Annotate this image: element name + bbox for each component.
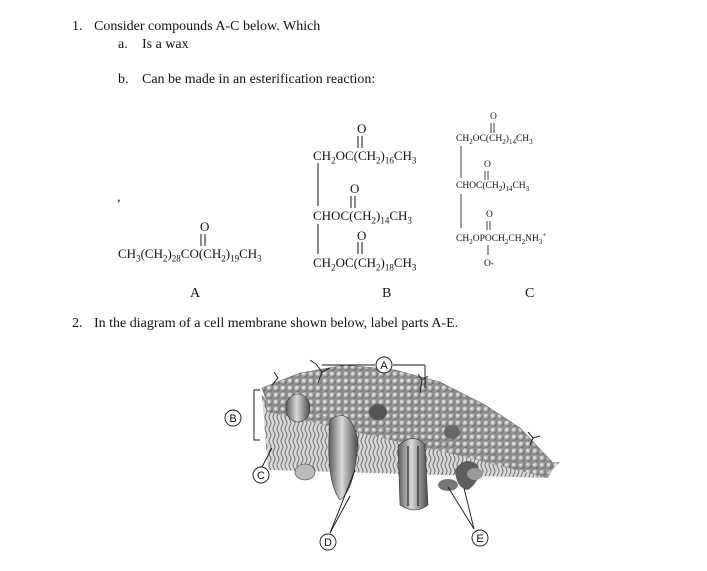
- compound-b-row-2: CHOC(CH2)14CH3: [313, 208, 412, 226]
- q1b-letter: b.: [118, 72, 129, 87]
- label-a: A: [380, 360, 388, 372]
- compound-c-o3: O: [486, 210, 493, 220]
- stray-mark: ,: [117, 190, 121, 205]
- q1b-text: Can be made in an esterification reactio…: [142, 72, 376, 87]
- compound-c-o1: O: [490, 112, 497, 122]
- compound-c-row-2: CHOC(CH2)14CH3: [456, 181, 530, 193]
- label-e: E: [476, 533, 483, 545]
- compound-b-o3: O: [357, 228, 367, 243]
- q2-text: In the diagram of a cell membrane shown …: [94, 316, 459, 331]
- compound-b-label: B: [382, 286, 392, 301]
- label-circle-b: [224, 409, 242, 427]
- label-circle-a: [375, 356, 393, 374]
- compound-a-label: A: [190, 286, 201, 301]
- q2-number: 2.: [72, 316, 83, 331]
- label-c: C: [257, 470, 265, 482]
- q1-number: 1.: [72, 19, 83, 34]
- compound-b-row-3: CH2OC(CH2)18CH3: [313, 255, 417, 273]
- compound-a-formula: CH3(CH2)28CO(CH2)19CH3: [118, 246, 262, 264]
- compound-c-phosphate-o: O-: [484, 259, 495, 269]
- q1-text: Consider compounds A-C below. Which: [94, 19, 321, 34]
- compound-b-o1: O: [357, 121, 367, 136]
- label-b: B: [229, 413, 236, 425]
- compound-a-carbonyl-o: O: [200, 219, 210, 234]
- compound-c-o2: O: [484, 160, 491, 170]
- compound-c-row-1: CH2OC(CH2)14CH3: [456, 134, 533, 146]
- compound-b-o2: O: [350, 181, 360, 196]
- label-circle-d: [319, 533, 337, 551]
- compound-c-label: C: [525, 286, 535, 301]
- label-circle-e: [471, 529, 489, 547]
- q1a-letter: a.: [118, 37, 128, 52]
- label-d: D: [324, 537, 332, 549]
- q1a-text: Is a wax: [142, 37, 189, 52]
- compound-b-row-1: CH2OC(CH2)16CH3: [313, 148, 417, 166]
- compound-c-row-3: CH2OPOCH2CH2NH3+: [456, 231, 547, 247]
- label-circle-c: [252, 466, 270, 484]
